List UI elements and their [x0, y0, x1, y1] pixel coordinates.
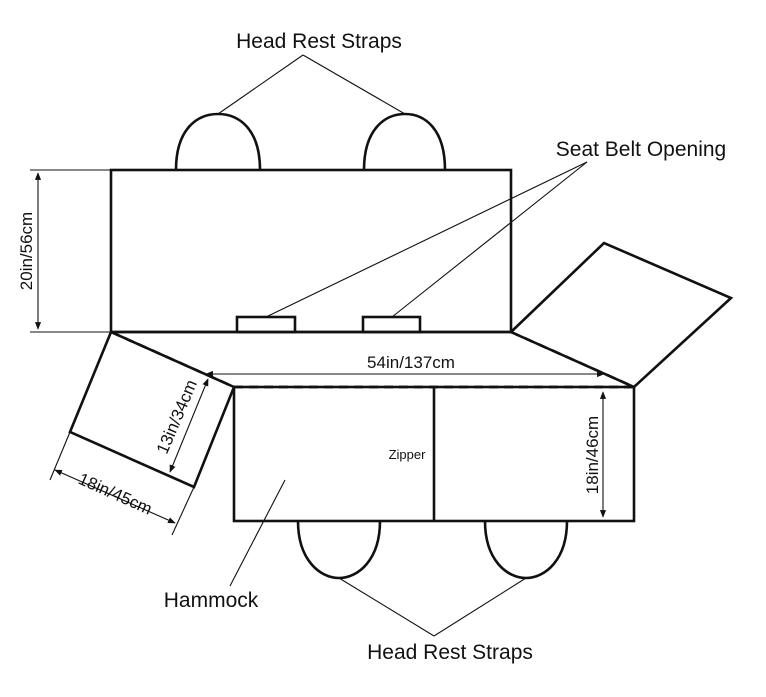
dimension-flap-width-tick-right: [171, 486, 195, 536]
seat-belt-opening-left: [235, 315, 297, 334]
side-flap-left: [68, 330, 236, 489]
label-main-width: 54in/137cm: [367, 353, 455, 372]
dimension-flap-depth: [169, 378, 209, 473]
label-flap-width: 18in/45cm: [76, 469, 155, 518]
side-flap-left-fold: [110, 330, 235, 389]
headrest-strap-top-right: [362, 112, 447, 171]
label-head-rest-straps-bottom: Head Rest Straps: [367, 641, 533, 664]
leader-headrest-top-left: [217, 54, 304, 115]
label-hammock-height: 18in/46cm: [583, 416, 602, 494]
headrest-strap-top-left: [174, 112, 262, 171]
leader-seatbelt-left: [265, 161, 588, 318]
seat-belt-opening-right: [361, 315, 422, 334]
side-flap-right-fold: [510, 330, 635, 389]
headrest-strap-bottom-left: [296, 520, 382, 580]
side-flap-right: [508, 241, 734, 389]
leader-seatbelt-right: [391, 161, 588, 318]
leader-headrest-top-right: [302, 54, 406, 115]
label-hammock: Hammock: [164, 589, 259, 612]
back-panel: [109, 168, 513, 334]
label-zipper: Zipper: [389, 447, 427, 462]
label-head-rest-straps-top: Head Rest Straps: [236, 30, 402, 53]
label-back-height: 20in/56cm: [17, 212, 36, 290]
dimension-flap-width-tick-left: [49, 431, 71, 481]
label-seat-belt-opening: Seat Belt Opening: [556, 138, 726, 161]
leader-headrest-bottom-right: [433, 577, 527, 637]
headrest-strap-bottom-right: [483, 520, 569, 580]
dimension-flap-width: [54, 469, 176, 524]
leader-headrest-bottom-left: [338, 577, 435, 637]
leader-hammock: [229, 479, 286, 587]
